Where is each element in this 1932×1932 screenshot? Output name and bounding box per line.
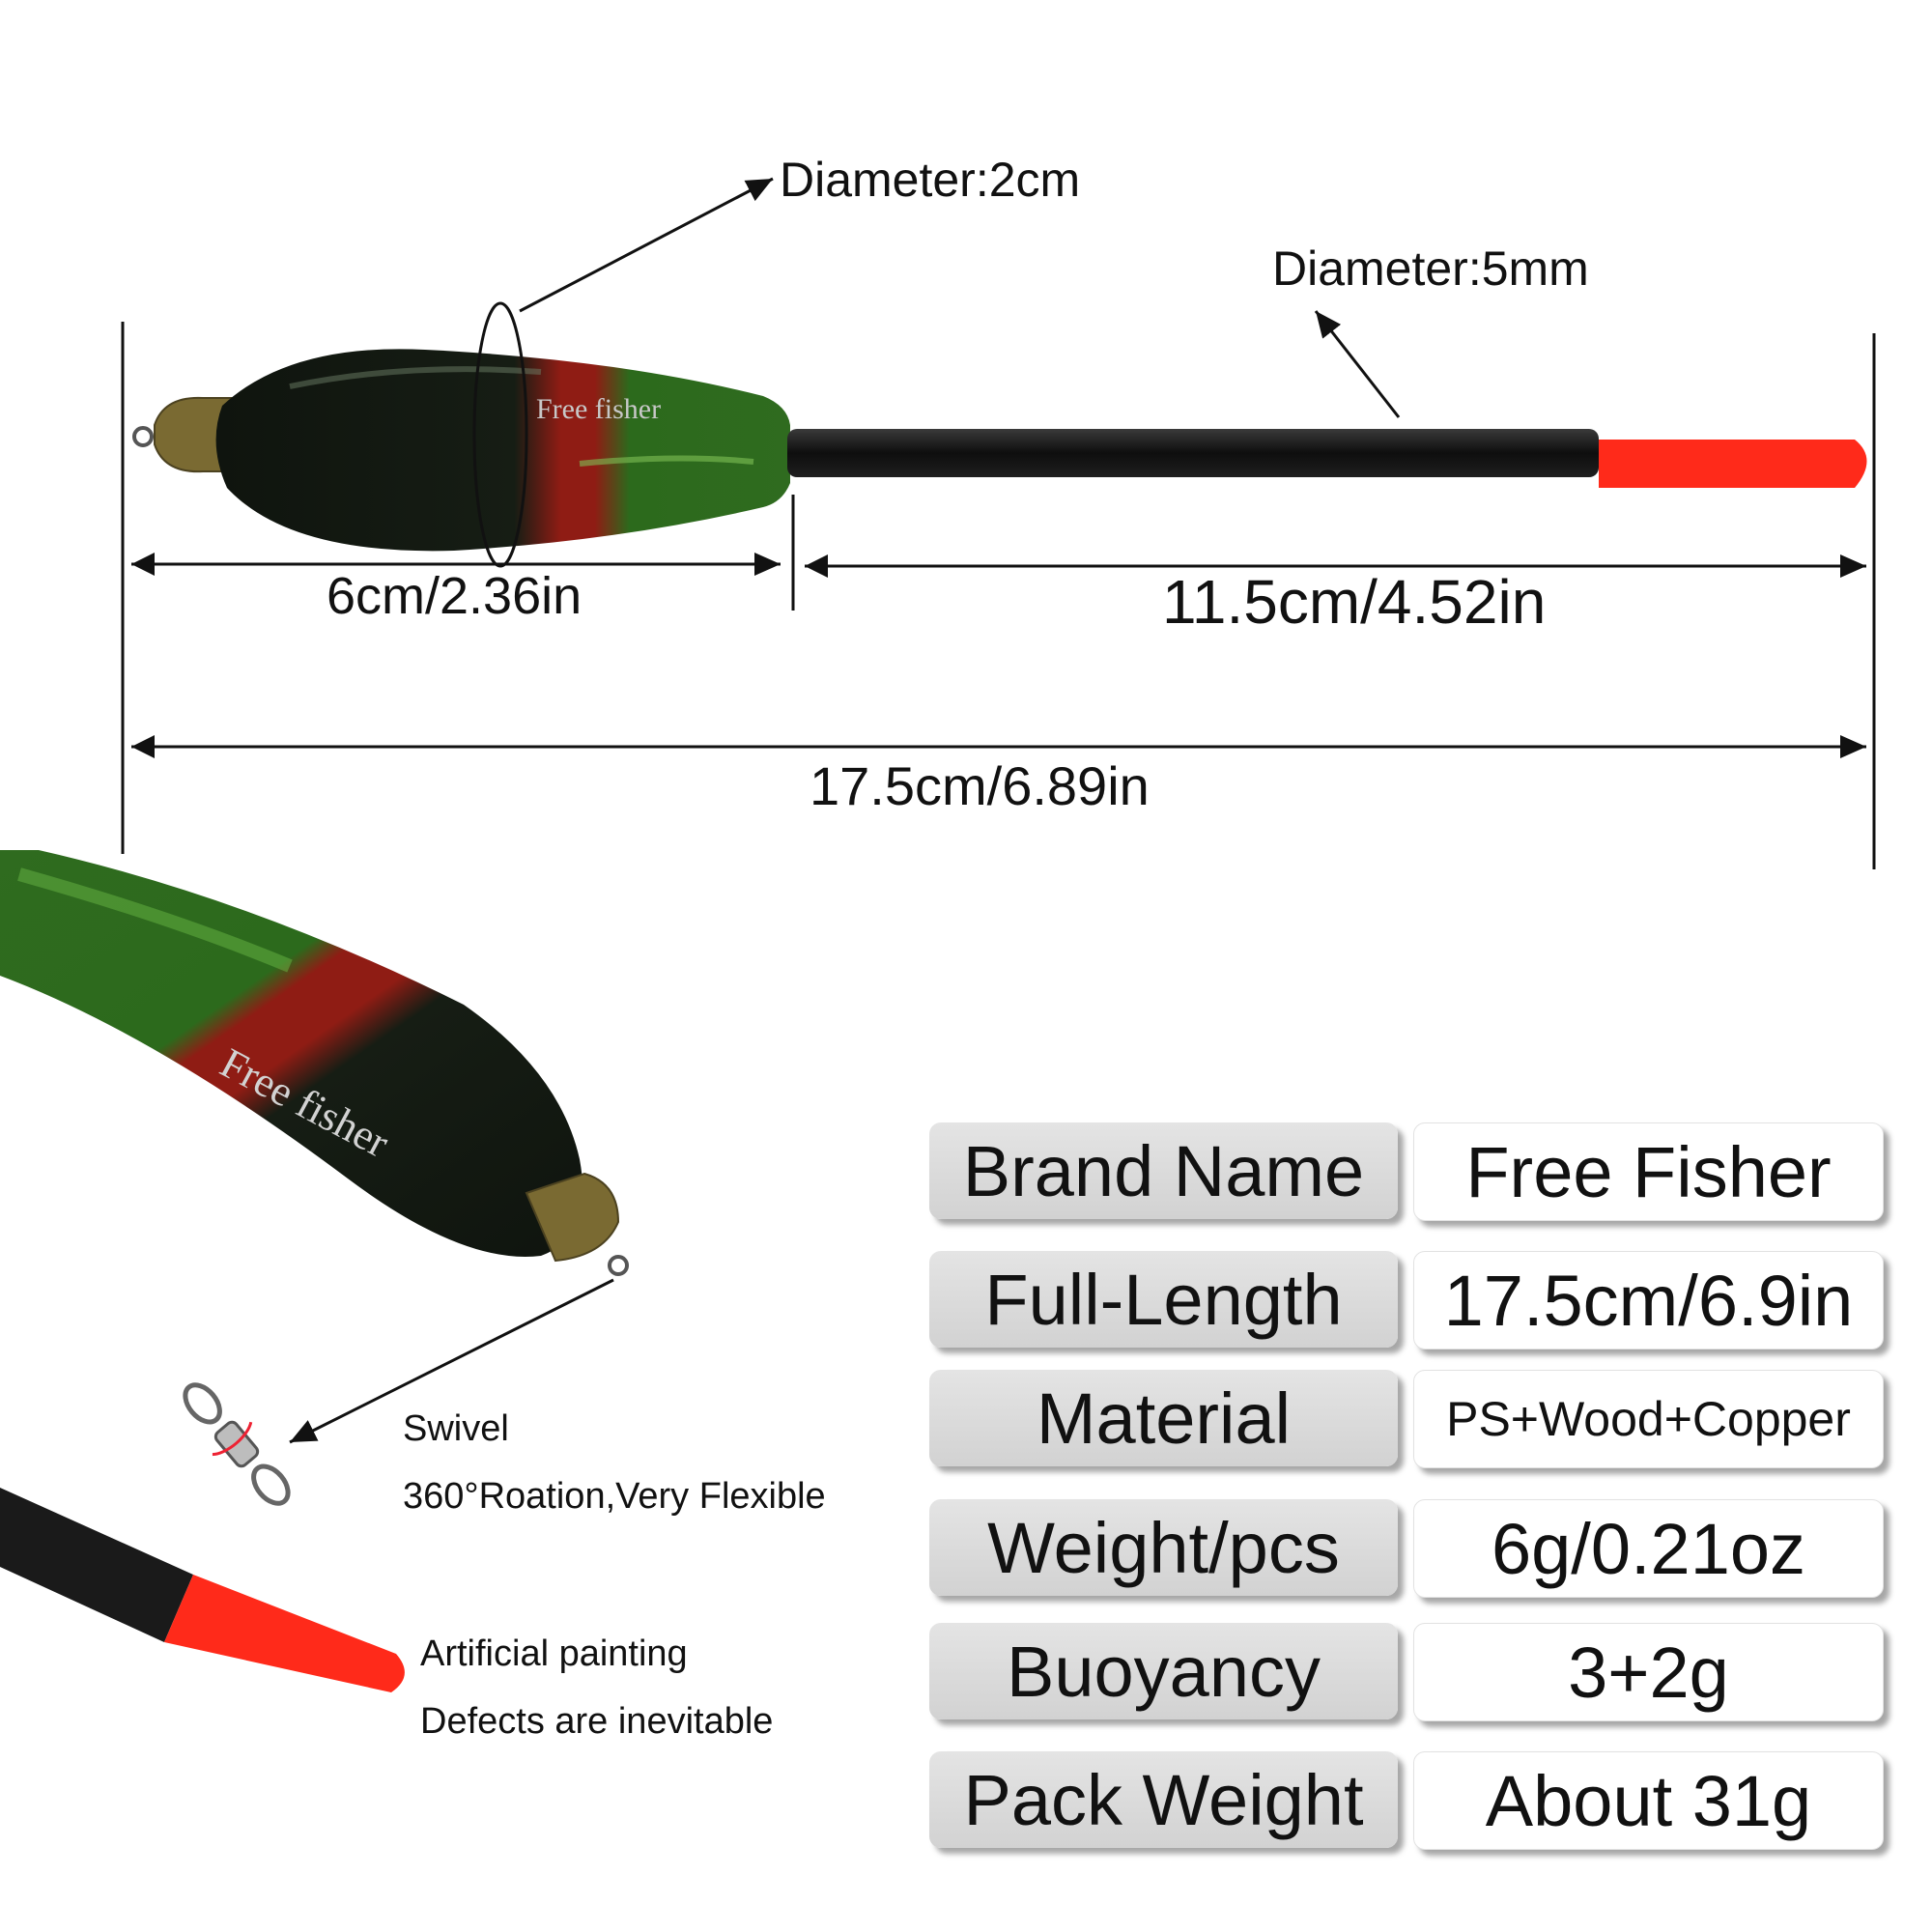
paint-title: Artificial painting (420, 1634, 688, 1674)
spec-label: Buoyancy (929, 1623, 1398, 1719)
spec-value: 3+2g (1413, 1623, 1884, 1721)
tip-closeup (0, 1488, 405, 1692)
float-body (215, 349, 791, 552)
swivel-title: Swivel (403, 1408, 509, 1449)
float-stem (787, 429, 1599, 477)
float-tip (1599, 440, 1867, 488)
spec-label: Material (929, 1370, 1398, 1466)
closeup-brass-cap (525, 1172, 620, 1263)
paint-detail: Defects are inevitable (420, 1701, 774, 1742)
spec-value: 17.5cm/6.9in (1413, 1251, 1884, 1350)
eyelet-icon (132, 426, 154, 447)
diameter-stem-arrow (1314, 310, 1401, 418)
swivel-arrow (289, 1278, 614, 1444)
spec-value: PS+Wood+Copper (1413, 1370, 1884, 1468)
closeup-eyelet-icon (608, 1255, 629, 1276)
closeup-body (0, 850, 583, 1257)
diameter-stem-label: Diameter:5mm (1272, 242, 1589, 296)
diameter-body-arrow (519, 177, 774, 313)
swivel-icon (183, 1382, 291, 1506)
diameter-body-label: Diameter:2cm (780, 153, 1081, 207)
spec-value: Free Fisher (1413, 1122, 1884, 1221)
spec-label: Weight/pcs (929, 1499, 1398, 1596)
float-brand-text: Free fisher (536, 393, 661, 425)
body-length-label: 6cm/2.36in (327, 567, 582, 625)
spec-label: Full-Length (929, 1251, 1398, 1348)
float-closeup: Free fisher (0, 850, 629, 1276)
float-top: Free fisher (132, 301, 1867, 568)
spec-value: About 31g (1413, 1751, 1884, 1850)
total-length-label: 17.5cm/6.89in (810, 755, 1150, 816)
spec-label: Pack Weight (929, 1751, 1398, 1848)
stem-length-label: 11.5cm/4.52in (1162, 567, 1547, 637)
spec-value: 6g/0.21oz (1413, 1499, 1884, 1598)
swivel-detail: 360°Roation,Very Flexible (403, 1476, 826, 1517)
spec-label: Brand Name (929, 1122, 1398, 1219)
